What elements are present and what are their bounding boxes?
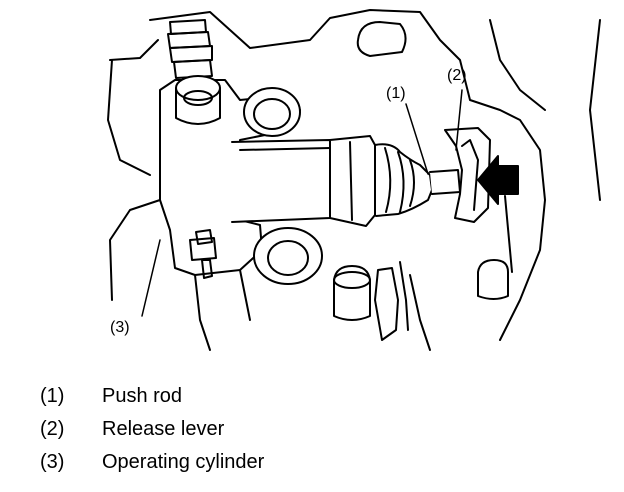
legend-number: (1) [40, 385, 65, 407]
callout-1: (1) [386, 85, 406, 102]
operating-cylinder-illustration: (1) (2) (3) [107, 9, 601, 351]
dust-boot [329, 135, 433, 227]
legend-label: Push rod [102, 385, 183, 407]
legend-label: Operating cylinder [102, 451, 265, 473]
legend-item-3: (3) Operating cylinder [40, 450, 264, 483]
legend-number: (2) [40, 418, 65, 440]
leader-line-2 [455, 89, 463, 151]
transmission-case-outline [149, 9, 546, 341]
lower-boss [253, 227, 323, 285]
leader-line-1 [405, 103, 429, 175]
cylinder-tube [231, 139, 346, 223]
push-rod [429, 169, 461, 195]
legend: (1) Push rod (2) Release lever (3) Opera… [40, 384, 264, 483]
callout-2: (2) [447, 67, 467, 84]
top-boss [356, 21, 407, 57]
legend-number: (3) [40, 451, 65, 473]
upper-bolt [167, 19, 213, 79]
release-lever [444, 127, 491, 223]
upper-boss [243, 87, 301, 137]
leader-line-3 [141, 239, 161, 317]
callout-3: (3) [110, 319, 130, 336]
direction-arrow [477, 155, 519, 205]
legend-label: Release lever [102, 418, 225, 440]
bleeder-screw [189, 229, 217, 279]
lower-stud [333, 265, 371, 321]
mounting-bolt-upper [175, 75, 221, 125]
legend-item-2: (2) Release lever [40, 417, 264, 450]
legend-item-1: (1) Push rod [40, 384, 264, 417]
bracket-stud [477, 195, 513, 300]
